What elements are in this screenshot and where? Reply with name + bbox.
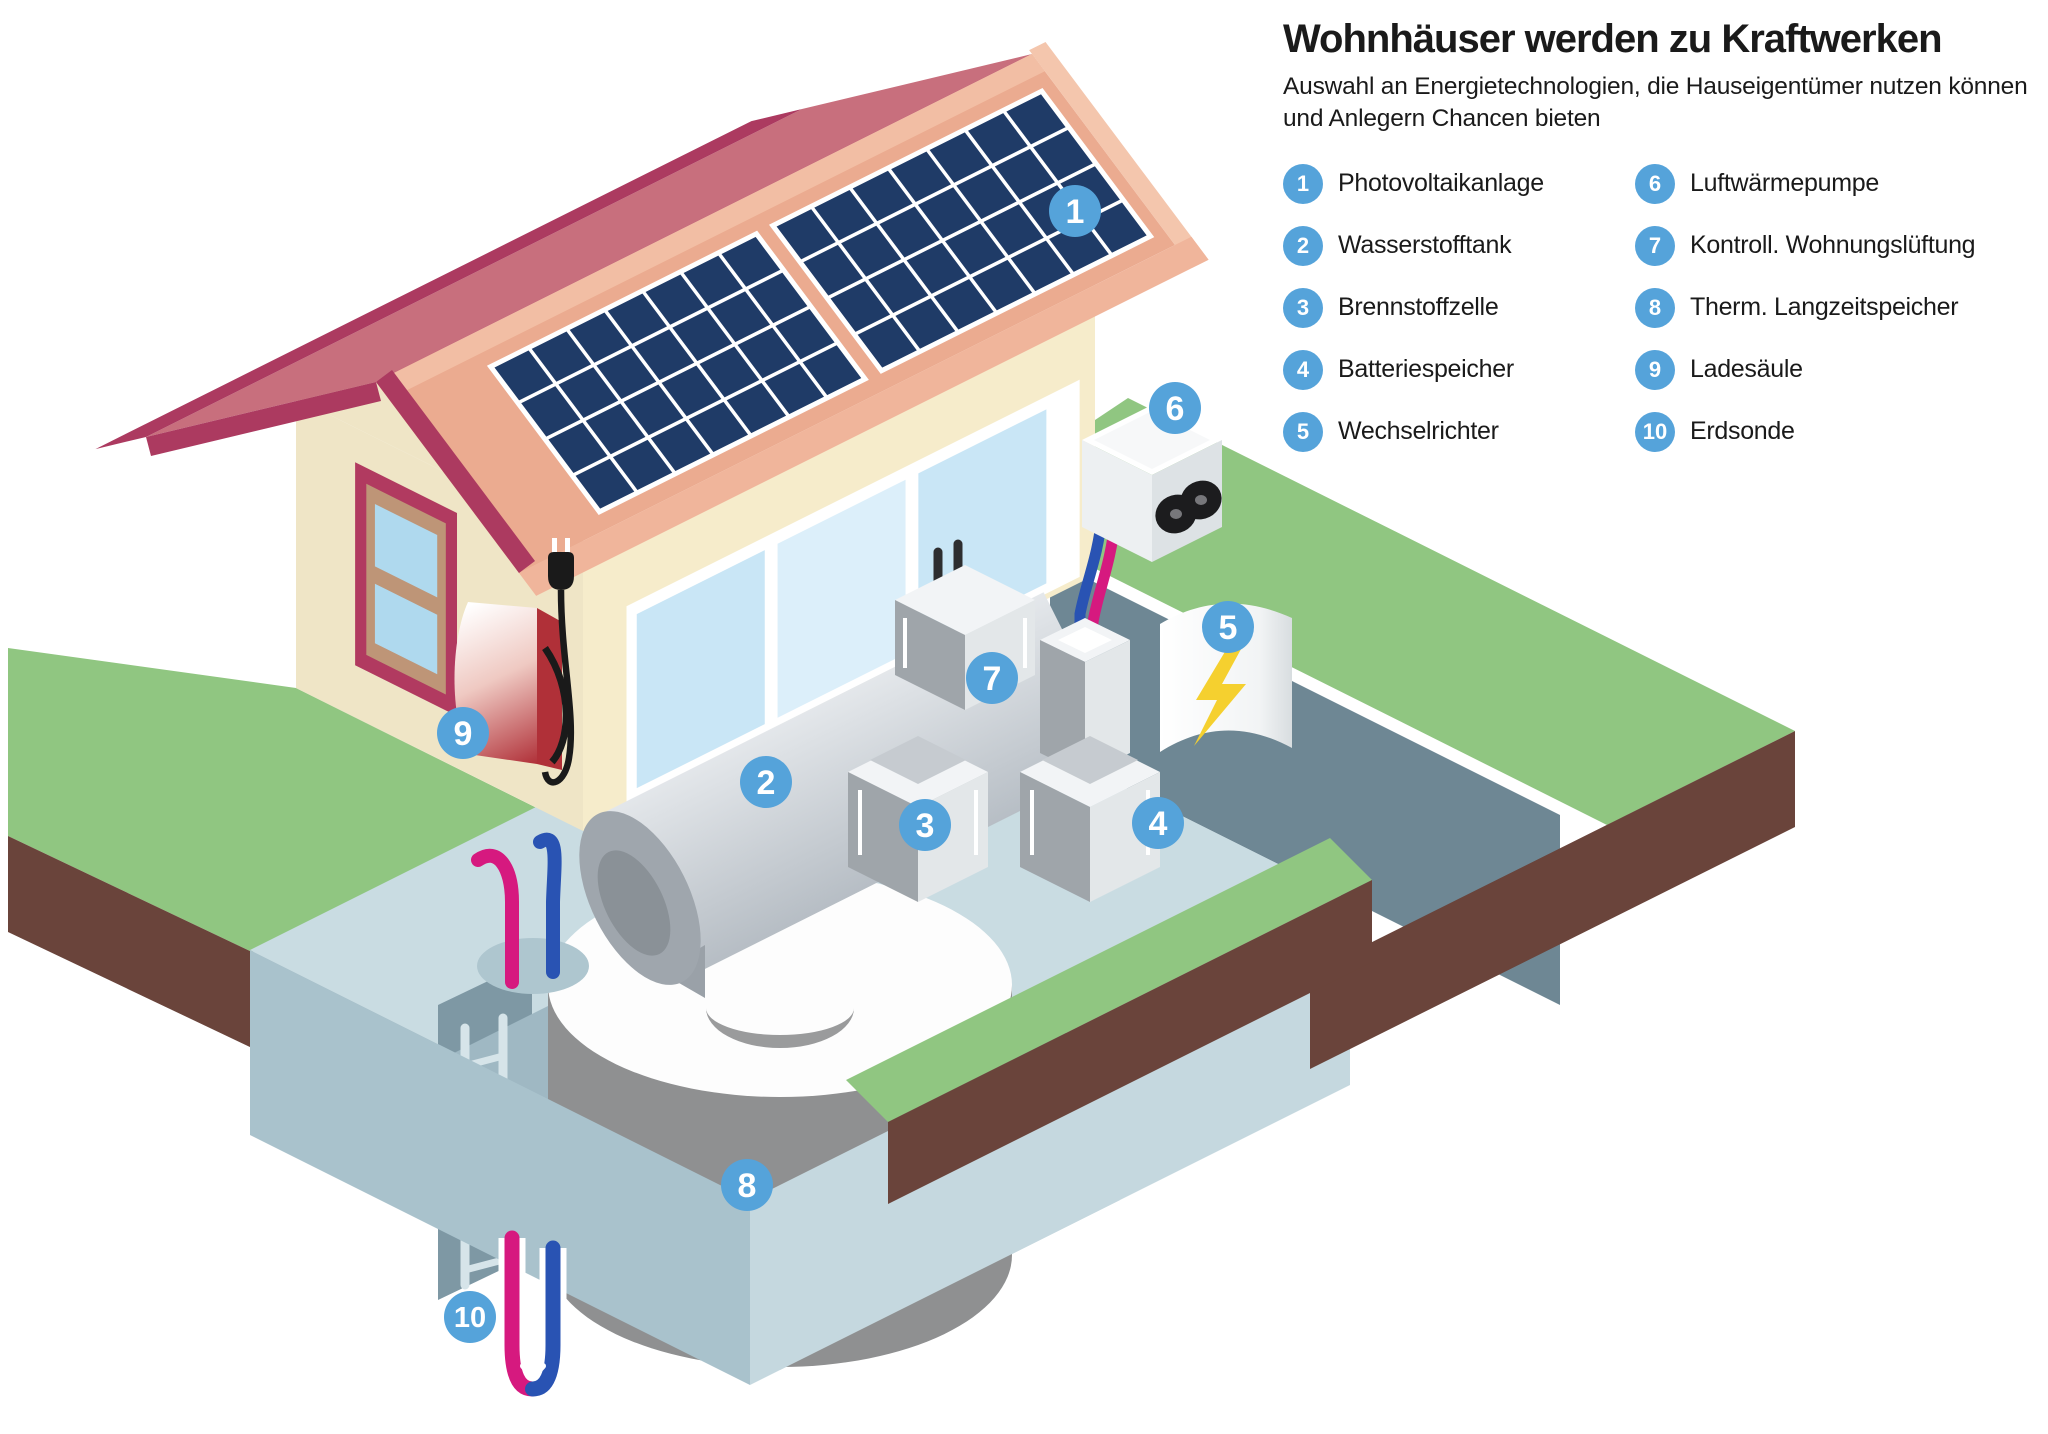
- right-ground: [1050, 398, 1795, 1069]
- legend-item-luftwaermepumpe: 6 Luftwärmepumpe: [1635, 163, 2035, 204]
- legend-label: Brennstoffzelle: [1338, 293, 1499, 322]
- legend-badge-2: 2: [1283, 225, 1323, 266]
- svg-text:3: 3: [916, 807, 935, 845]
- soil-right: [1310, 731, 1795, 1069]
- legend-label: Therm. Langzeitspeicher: [1690, 293, 1959, 322]
- power-plug-icon: [541, 538, 575, 786]
- badge-8: 8: [721, 1159, 773, 1211]
- legend-label: Luftwärmepumpe: [1690, 169, 1879, 198]
- svg-text:6: 6: [1166, 390, 1185, 428]
- legend-label: Batteriespeicher: [1338, 355, 1514, 384]
- svg-text:5: 5: [1219, 609, 1238, 647]
- front-grass-wedge: [846, 838, 1372, 1204]
- legend-badge-8: 8: [1635, 287, 1675, 328]
- badge-1: 1: [1049, 185, 1101, 237]
- roof-front: [373, 42, 1208, 596]
- charging-cable: [542, 646, 570, 765]
- legend-item-brennstoffzelle: 3 Brennstoffzelle: [1283, 287, 1635, 328]
- legend-item-batteriespeicher: 4 Batteriespeicher: [1283, 349, 1635, 390]
- legend-label: Wasserstofftank: [1338, 231, 1512, 260]
- legend-item-erdsonde: 10 Erdsonde: [1635, 411, 2035, 452]
- svg-text:8: 8: [738, 1167, 757, 1205]
- roof-back: [95, 54, 1032, 450]
- ground-probe-pipe: [498, 1230, 567, 1406]
- front-wall: [583, 285, 1095, 831]
- badge-5: 5: [1202, 601, 1254, 653]
- svg-text:10: 10: [454, 1302, 486, 1334]
- legend-item-wechselrichter: 5 Wechselrichter: [1283, 411, 1635, 452]
- legend-item-ladesaeule: 9 Ladesäule: [1635, 349, 2035, 390]
- legend-badge-3: 3: [1283, 287, 1323, 328]
- legend-label: Erdsonde: [1690, 417, 1795, 446]
- solar-panel-array-left: [491, 234, 865, 512]
- svg-text:1: 1: [1066, 193, 1085, 231]
- legend-label: Wechselrichter: [1338, 417, 1499, 446]
- diagram-badges: 1 2 3 4 5 6 7 8: [437, 185, 1254, 1343]
- badge-9: 9: [437, 707, 489, 759]
- legend-badge-7: 7: [1635, 225, 1675, 266]
- roof-fascia-front-gable: [376, 370, 535, 573]
- legend-panel: Wohnhäuser werden zu Kraftwerken Auswahl…: [1283, 17, 2048, 474]
- legend-label: Ladesäule: [1690, 355, 1803, 384]
- badge-6: 6: [1149, 382, 1201, 434]
- legend-badge-4: 4: [1283, 349, 1323, 390]
- svg-text:2: 2: [757, 764, 776, 802]
- badge-3: 3: [899, 799, 951, 851]
- grass-right: [1050, 398, 1795, 825]
- roof-fascia-back-gable: [146, 382, 381, 456]
- legend-badge-6: 6: [1635, 163, 1675, 204]
- legend-badge-9: 9: [1635, 349, 1675, 390]
- geothermal-manhole: [471, 832, 589, 994]
- solar-panel-array-right: [773, 91, 1151, 371]
- gable-window-pane-top: [374, 504, 438, 598]
- legend-label: Kontroll. Wohnungslüftung: [1690, 231, 1976, 260]
- legend-label: Photovoltaikanlage: [1338, 169, 1544, 198]
- legend-items: 1 Photovoltaikanlage 2 Wasserstofftank 3…: [1283, 163, 2048, 474]
- inverter: [1160, 603, 1292, 752]
- badge-7: 7: [966, 652, 1018, 704]
- legend-item-wasserstofftank: 2 Wasserstofftank: [1283, 225, 1635, 266]
- legend-badge-1: 1: [1283, 163, 1323, 204]
- legend-badge-5: 5: [1283, 411, 1323, 452]
- lightning-bolt-icon: [1194, 640, 1246, 746]
- house: [95, 42, 1208, 831]
- probe-arrow-icon: [520, 1363, 546, 1382]
- soil-left: [8, 836, 252, 1048]
- badge-10: 10: [444, 1291, 496, 1343]
- gable-window-pane-bottom: [374, 583, 438, 675]
- page-title: Wohnhäuser werden zu Kraftwerken: [1283, 17, 1943, 61]
- legend-item-wohnungslueftung: 7 Kontroll. Wohnungslüftung: [1635, 225, 2035, 266]
- badge-4: 4: [1132, 797, 1184, 849]
- page-subtitle: Auswahl an Energietechnologien, die Haus…: [1283, 73, 2028, 132]
- legend-item-photovoltaikanlage: 1 Photovoltaikanlage: [1283, 163, 1635, 204]
- legend-item-langzeitspeicher: 8 Therm. Langzeitspeicher: [1635, 287, 2035, 328]
- svg-text:7: 7: [983, 660, 1002, 698]
- fan-icon: [1180, 480, 1222, 520]
- basement-face-left: [250, 950, 750, 1385]
- svg-text:9: 9: [454, 715, 473, 753]
- svg-text:4: 4: [1149, 805, 1168, 843]
- badge-2: 2: [740, 756, 792, 808]
- legend-badge-10: 10: [1635, 411, 1675, 452]
- roof-far-edge: [1029, 41, 1209, 268]
